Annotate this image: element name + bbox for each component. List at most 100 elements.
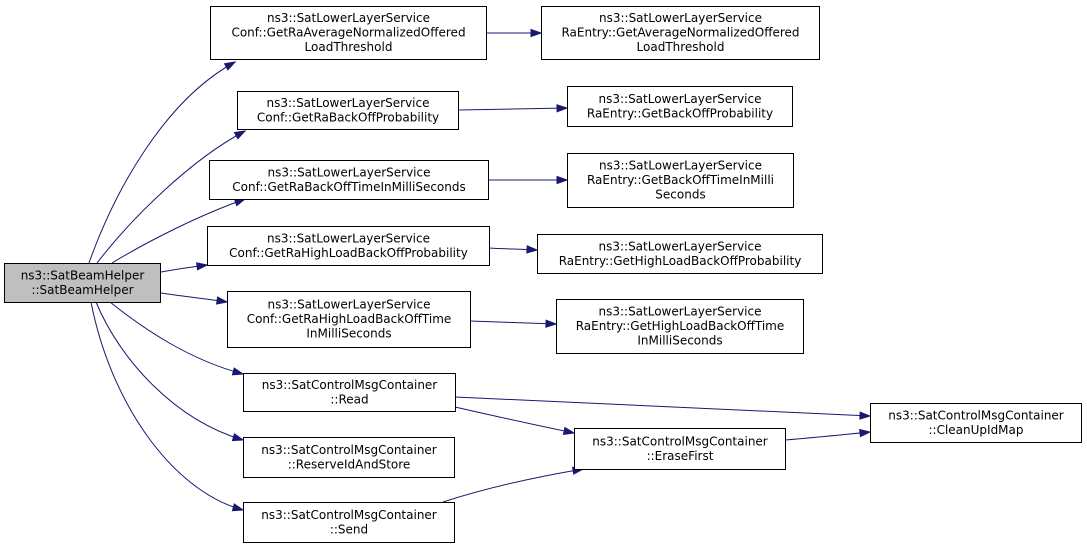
node-box[interactable] [207,226,490,266]
node-label-line: ns3::SatLowerLayerService [599,159,762,173]
edge-n3-n4 [457,104,569,113]
node-box[interactable] [567,86,793,127]
edge-root-n11 [109,301,245,376]
node-n15[interactable]: ns3::SatControlMsgContainer::CleanUpIdMa… [870,403,1082,443]
edge-n11-n14 [454,406,576,436]
edge-line [109,301,244,375]
node-label-line: RaEntry::GetHighLoadBackOffTime [576,319,785,333]
node-n6[interactable]: ns3::SatLowerLayerServiceRaEntry::GetBac… [567,153,794,208]
edge-root-n9 [160,292,229,305]
node-n5[interactable]: ns3::SatLowerLayerServiceConf::GetRaBack… [209,160,489,200]
arrow-head-icon [231,503,245,512]
node-box[interactable] [556,299,804,354]
edge-n7-n8 [488,245,539,254]
edge-line [457,107,568,111]
arrow-head-icon [196,262,209,271]
node-n12[interactable]: ns3::SatControlMsgContainer::ReserveIdAn… [243,437,455,478]
node-label-line: Conf::GetRaAverageNormalizedOffered [231,26,465,40]
node-label-line: ::CleanUpIdMap [928,423,1023,437]
node-label-line: ns3::SatLowerLayerService [267,11,430,25]
node-box[interactable] [541,6,820,60]
node-box[interactable] [574,428,786,470]
node-n11[interactable]: ns3::SatControlMsgContainer::Read [243,373,456,412]
node-label-line: RaEntry::GetBackOffTimeInMilli [587,173,774,187]
arrow-head-icon [556,104,569,113]
edges-layer [88,28,872,512]
arrow-head-icon [231,433,245,442]
node-n8[interactable]: ns3::SatLowerLayerServiceRaEntry::GetHig… [537,234,823,274]
edge-root-n7 [160,262,209,273]
edge-n9-n10 [469,319,558,328]
node-n7[interactable]: ns3::SatLowerLayerServiceConf::GetRaHigh… [207,226,490,266]
arrow-head-icon [526,245,539,254]
node-n3[interactable]: ns3::SatLowerLayerServiceConf::GetRaBack… [237,91,459,130]
edge-n13-n14 [442,466,585,503]
edge-line [96,130,246,264]
node-box[interactable] [243,373,456,412]
arrow-head-icon [530,28,543,38]
nodes-layer: ns3::SatBeamHelper::SatBeamHelperns3::Sa… [4,6,1082,543]
edge-line [111,198,246,264]
node-n2[interactable]: ns3::SatLowerLayerServiceRaEntry::GetAve… [541,6,820,60]
node-label-line: ns3::SatBeamHelper [21,268,145,282]
node-box[interactable] [243,502,455,543]
arrow-head-icon [556,175,569,185]
node-box[interactable] [870,403,1082,443]
arrow-head-icon [545,319,558,328]
edge-line [454,396,871,417]
node-label-line: Seconds [655,188,705,202]
node-label-line: ns3::SatLowerLayerService [598,239,761,253]
arrow-head-icon [562,426,576,436]
arrow-head-icon [215,296,229,305]
edge-line [90,301,244,511]
arrow-head-icon [223,61,237,71]
node-n14[interactable]: ns3::SatControlMsgContainer::EraseFirst [574,428,786,470]
node-label-line: RaEntry::GetBackOffProbability [587,106,773,120]
edge-line [469,320,557,325]
node-label-line: ::EraseFirst [647,449,714,463]
arrow-head-icon [859,428,872,438]
edge-n14-n15 [784,428,872,441]
node-label-line: LoadThreshold [305,40,393,54]
edge-line [442,468,584,503]
node-label-line: ns3::SatLowerLayerService [267,165,430,179]
node-label-line: ns3::SatControlMsgContainer [261,443,437,457]
edge-n1-n2 [486,28,543,38]
node-label-line: ::SatBeamHelper [31,283,133,297]
node-box[interactable] [537,234,823,274]
node-n4[interactable]: ns3::SatLowerLayerServiceRaEntry::GetBac… [567,86,793,127]
node-n13[interactable]: ns3::SatControlMsgContainer::Send [243,502,455,543]
node-box[interactable] [567,153,794,208]
node-box[interactable] [4,263,161,303]
node-label-line: ns3::SatControlMsgContainer [261,508,437,522]
edge-root-n13 [90,301,245,512]
node-label-line: ns3::SatLowerLayerService [598,305,761,319]
edge-root-n1 [88,61,237,264]
edge-line [95,301,244,441]
node-label-line: Conf::GetRaHighLoadBackOffTime [247,312,452,326]
node-n10[interactable]: ns3::SatLowerLayerServiceRaEntry::GetHig… [556,299,804,354]
node-box[interactable] [210,6,487,60]
node-label-line: Conf::GetRaBackOffProbability [257,110,439,124]
edge-root-n12 [95,301,245,442]
node-root[interactable]: ns3::SatBeamHelper::SatBeamHelper [4,263,161,303]
edge-line [88,61,236,264]
node-label-line: ::Read [330,392,368,406]
node-label-line: ns3::SatLowerLayerService [267,231,430,245]
node-label-line: RaEntry::GetAverageNormalizedOffered [561,26,799,40]
node-label-line: InMilliSeconds [306,327,391,341]
node-box[interactable] [243,437,455,478]
edge-root-n3 [96,130,247,264]
node-label-line: RaEntry::GetHighLoadBackOffProbability [559,254,802,268]
node-label-line: InMilliSeconds [637,334,722,348]
node-label-line: Conf::GetRaBackOffTimeInMilliSeconds [232,180,465,194]
node-n9[interactable]: ns3::SatLowerLayerServiceConf::GetRaHigh… [227,291,471,348]
edge-line [784,431,871,441]
node-box[interactable] [227,291,471,348]
node-n1[interactable]: ns3::SatLowerLayerServiceConf::GetRaAver… [210,6,487,60]
node-label-line: ::ReserveIdAndStore [288,457,411,471]
edge-n11-n15 [454,396,872,420]
node-box[interactable] [209,160,489,200]
node-box[interactable] [237,91,459,130]
